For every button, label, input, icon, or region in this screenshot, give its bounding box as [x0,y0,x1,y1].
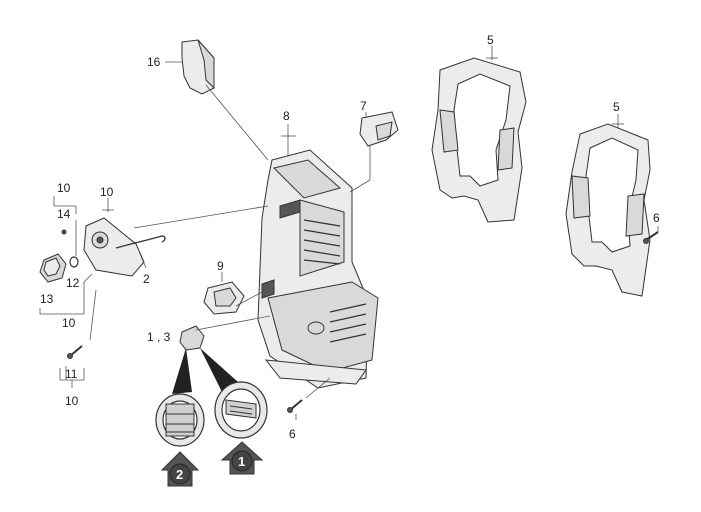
screw-6-bottom [287,377,331,420]
label-10-bottom: 10 [65,394,79,408]
label-6-bottom: 6 [289,427,296,441]
label-1-3: 1 , 3 [147,330,171,344]
badge-1-number: 1 [238,454,245,469]
part-12-oring [69,256,79,268]
part-9-holder [203,272,263,315]
label-9: 9 [217,259,224,273]
label-5-rear: 5 [613,100,620,114]
part-5-frame-front [431,46,527,223]
part-7-handle [349,111,399,193]
screw-11 [59,289,97,388]
label-13: 13 [40,292,54,306]
part-13-knob [39,253,67,283]
badge-1-arrow: 1 [220,441,264,475]
label-5-front: 5 [487,33,494,47]
detail-knob-variant-1 [214,381,268,439]
label-10-lower: 10 [62,316,76,330]
part-16-cap [165,39,269,161]
detail-knob-variant-2 [155,393,205,447]
screw-6-right [643,226,659,244]
label-16: 16 [147,55,161,69]
label-6-right: 6 [653,211,660,225]
part-5-frame-rear [565,114,651,297]
part-10-lower-bracket [39,273,93,315]
part-1-3-knob [179,315,271,351]
part-10-switch-bracket [83,198,269,277]
main-housing [257,149,379,389]
badge-2-number: 2 [176,467,183,482]
callout-arrows [172,348,238,394]
label-14: 14 [57,207,71,221]
label-2: 2 [143,272,150,286]
badge-2-arrow: 2 [160,451,200,487]
part-8-lead [281,124,296,156]
label-10-bracket: 10 [100,185,114,199]
label-10-top: 10 [57,181,71,195]
label-8: 8 [283,109,290,123]
label-11: 11 [65,367,78,381]
part-10-14-group [53,196,77,256]
label-7: 7 [360,99,367,113]
label-12: 12 [66,276,80,290]
